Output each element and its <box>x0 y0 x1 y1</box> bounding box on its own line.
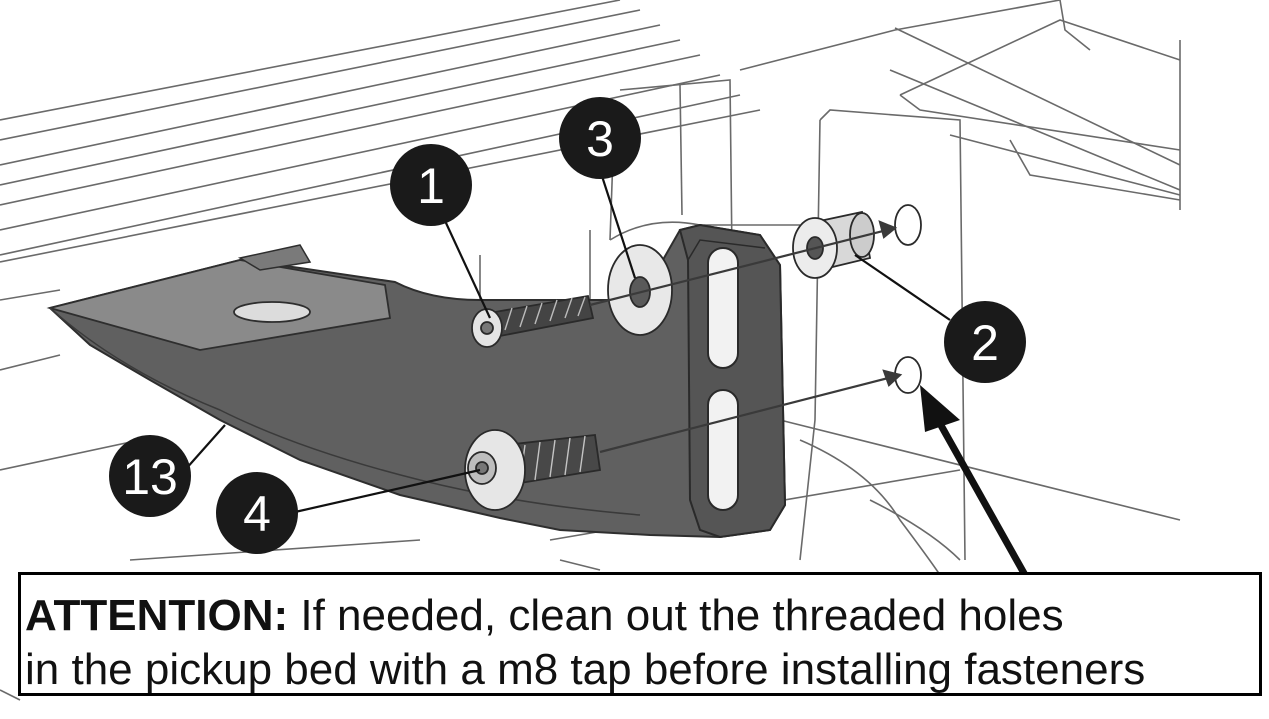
callout-4: 4 <box>216 472 298 554</box>
attention-arrow <box>920 385 1029 577</box>
callout-2: 2 <box>944 301 1026 383</box>
callout-2-label: 2 <box>971 315 999 371</box>
bolt-1 <box>471 294 595 348</box>
attention-line-1: ATTENTION: If needed, clean out the thre… <box>25 589 1259 643</box>
callout-13: 13 <box>109 435 191 517</box>
callout-4-label: 4 <box>243 486 271 542</box>
attention-text-line-2: in the pickup bed with a m8 tap before i… <box>25 645 1146 694</box>
attention-label: ATTENTION: <box>25 591 289 640</box>
callout-1: 1 <box>390 144 472 226</box>
attention-text-line-1: If needed, clean out the threaded holes <box>288 591 1064 640</box>
callout-13-label: 13 <box>122 449 178 505</box>
callout-1-label: 1 <box>417 158 445 214</box>
callout-3: 3 <box>559 97 641 179</box>
leader-lines <box>184 169 951 514</box>
threaded-holes <box>894 204 922 394</box>
attention-notice: ATTENTION: If needed, clean out the thre… <box>18 572 1262 696</box>
washer-3 <box>607 244 673 336</box>
spacer-2 <box>792 210 875 279</box>
callout-3-label: 3 <box>586 111 614 167</box>
assembly-lines <box>589 220 903 454</box>
